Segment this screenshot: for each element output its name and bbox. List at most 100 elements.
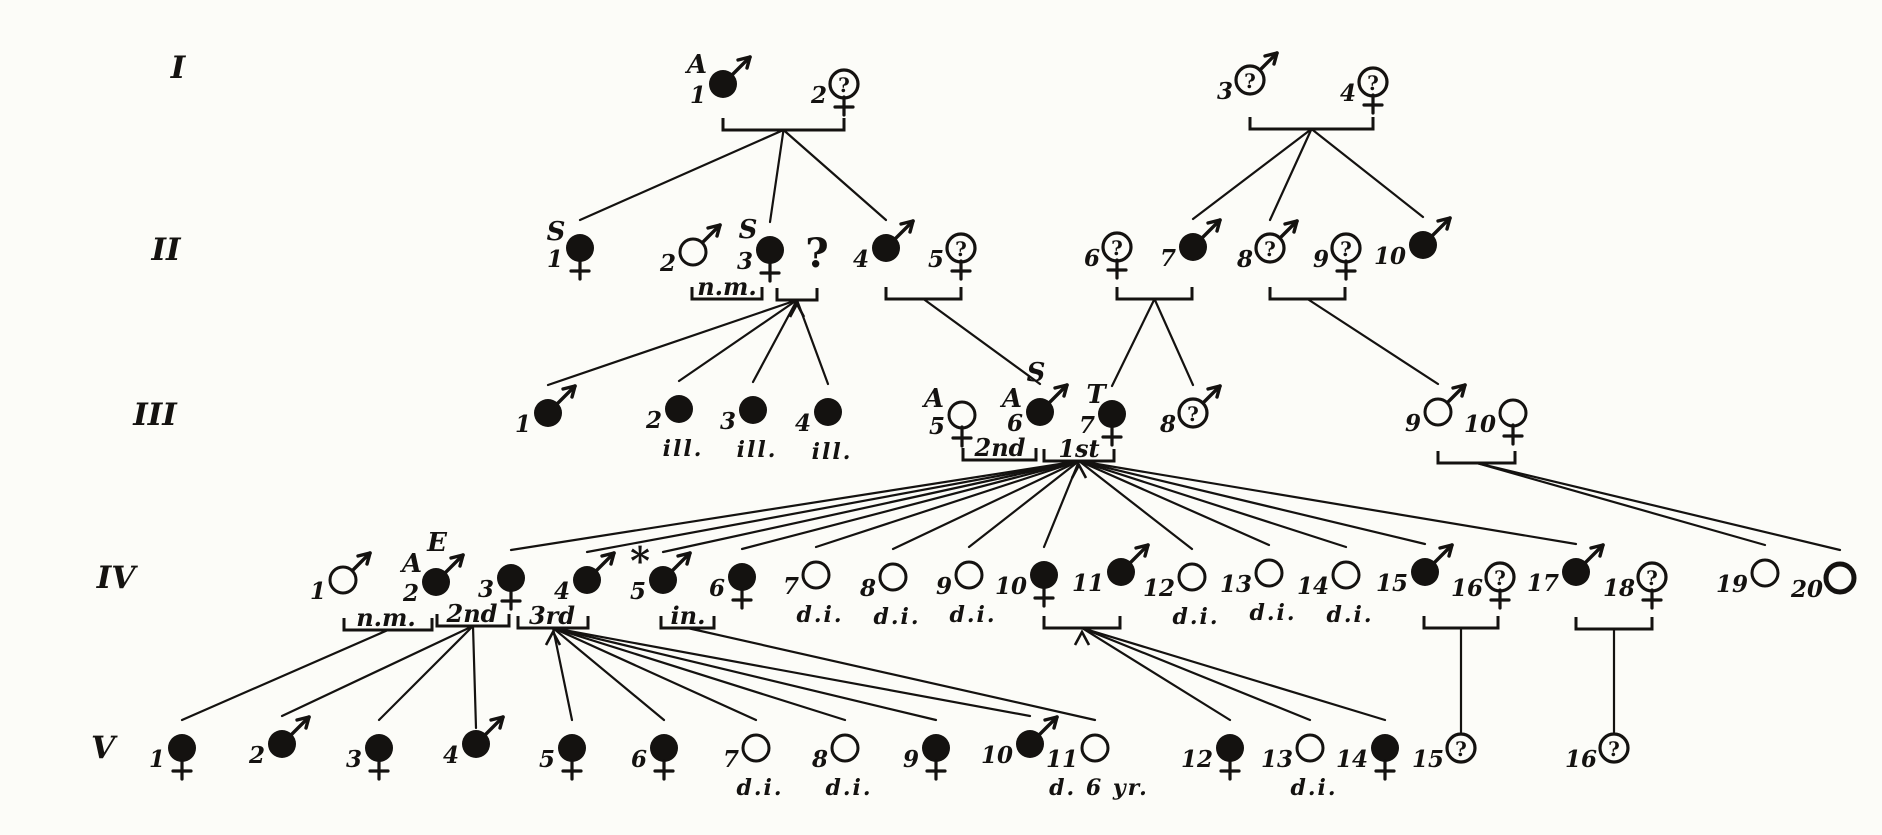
descent-line-IV-13: [1077, 459, 1271, 547]
female-cross-icon: [561, 759, 583, 781]
descent-line-II-1: [578, 128, 785, 222]
person-number: 9: [1313, 246, 1329, 273]
male-arrow-icon: [731, 55, 752, 76]
affected-person-circle: [365, 734, 393, 762]
person-number: 4: [795, 410, 811, 437]
person-number: 2: [402, 580, 419, 607]
descent-line-V-7: [551, 626, 758, 722]
individual-V-6: 6: [631, 734, 678, 781]
descent-line-V-14: [1080, 626, 1387, 722]
individual-V-5: 5: [539, 734, 586, 781]
person-number: 7: [783, 573, 799, 600]
female-cross-icon: [569, 259, 591, 281]
male-arrow-icon: [444, 553, 465, 574]
person-circle: [801, 560, 831, 590]
female-cross-icon: [653, 759, 675, 781]
union-III5-III6: 2nd: [961, 433, 1038, 462]
descent-line-V-8: [551, 626, 847, 722]
individual-V-14: 14: [1336, 734, 1399, 781]
individual-II-q: ?: [805, 230, 828, 277]
descent-line-III-6: [922, 297, 1042, 386]
person-note: d.i.: [1172, 604, 1219, 630]
person-number: 4: [853, 246, 869, 273]
descent-line-V-10: [551, 626, 1032, 718]
descent-line-V-13: [1080, 626, 1312, 722]
person-number: 3: [720, 408, 736, 435]
person-number: 1: [515, 411, 531, 438]
generation-label-I: I: [170, 50, 187, 86]
descent-line-IV-3: [509, 459, 1081, 552]
person-number: 2: [248, 742, 265, 769]
union-IV3-IV4: 3rd: [516, 601, 1032, 722]
female-cross-icon: [171, 759, 193, 781]
descent-line-II-3: [768, 128, 785, 224]
person-note: ill.: [663, 436, 704, 462]
individual-V-11: 11d. 6 yr.: [1046, 733, 1147, 801]
descent-arrow-icon: [1073, 629, 1091, 646]
descent-arrow-icon: [1070, 462, 1088, 479]
person-number: 15: [1376, 570, 1408, 597]
female-cross-icon: [1335, 259, 1357, 281]
male-arrow-icon: [1446, 383, 1467, 404]
descent-line-III-1: [546, 298, 799, 387]
person-number: 8: [811, 746, 828, 773]
uncertainty-question-mark: ?: [1608, 737, 1620, 761]
affected-person-circle: [665, 395, 693, 423]
marriage-bracket: [690, 287, 764, 301]
uncertainty-question-mark: ?: [1111, 236, 1123, 260]
person-number: 11: [1072, 570, 1104, 597]
person-number: 8: [859, 575, 876, 602]
uncertainty-question-mark: ?: [1340, 237, 1352, 261]
female-cross-icon: [950, 259, 972, 281]
female-cross-icon: [731, 588, 753, 610]
female-cross-icon: [1033, 586, 1055, 608]
marriage-bracket: [961, 448, 1038, 462]
uncertainty-question-mark: ?: [838, 73, 850, 97]
affected-person-circle: [566, 234, 594, 262]
person-number: 14: [1336, 746, 1368, 773]
individual-V-3: 3: [346, 734, 393, 781]
affected-person-circle: [558, 734, 586, 762]
marriage-bracket: [1436, 451, 1517, 465]
individual-I-1: 1A: [684, 50, 752, 109]
individual-IV-13: 13d.i.: [1220, 558, 1295, 626]
individual-V-1: 1: [149, 734, 196, 781]
uncertainty-question-mark: ?: [1244, 69, 1256, 93]
individual-V-8: 8d.i.: [811, 733, 871, 801]
person-number: 5: [929, 413, 945, 440]
individual-III-10: 10: [1464, 398, 1528, 446]
person-number: 8: [1236, 246, 1253, 273]
union-I1-I2: [578, 118, 888, 224]
descent-line-IV-17: [1077, 459, 1578, 546]
affected-person-circle: [649, 566, 677, 594]
male-arrow-icon: [1433, 543, 1454, 564]
individual-IV-16: ?16: [1451, 561, 1516, 610]
person-circle: [1750, 558, 1780, 588]
person-number: 14: [1297, 573, 1329, 600]
person-note: d.i.: [1326, 602, 1373, 628]
individual-III-1: 1: [515, 384, 577, 438]
descent-line-IV-6: [740, 459, 1081, 551]
person-circle: [1823, 561, 1857, 595]
person-note: ill.: [812, 439, 853, 465]
unknown-spouse-question-mark: ?: [805, 230, 828, 277]
person-tag: T: [1086, 380, 1107, 410]
descent-line-III-2: [677, 298, 799, 383]
descent-line-II-7: [1191, 127, 1313, 221]
person-number: 1: [149, 746, 165, 773]
person-number: 3: [1217, 78, 1233, 105]
affected-person-circle: [1016, 730, 1044, 758]
individual-V-9: 9: [903, 734, 950, 781]
individual-V-15: ?15: [1412, 732, 1477, 773]
descent-line-V-6: [551, 626, 666, 722]
individual-II-9: ?9: [1313, 232, 1362, 281]
person-note: d.i.: [796, 602, 843, 628]
female-cross-icon: [500, 589, 522, 611]
marriage-bracket: [884, 287, 963, 301]
individual-IV-14: 14d.i.: [1297, 560, 1373, 628]
individual-III-8: ?8: [1159, 384, 1222, 438]
person-number: 20: [1790, 576, 1823, 603]
descent-line-IV-9: [967, 459, 1081, 549]
female-cross-icon: [1362, 93, 1384, 115]
person-circle: [1331, 560, 1361, 590]
